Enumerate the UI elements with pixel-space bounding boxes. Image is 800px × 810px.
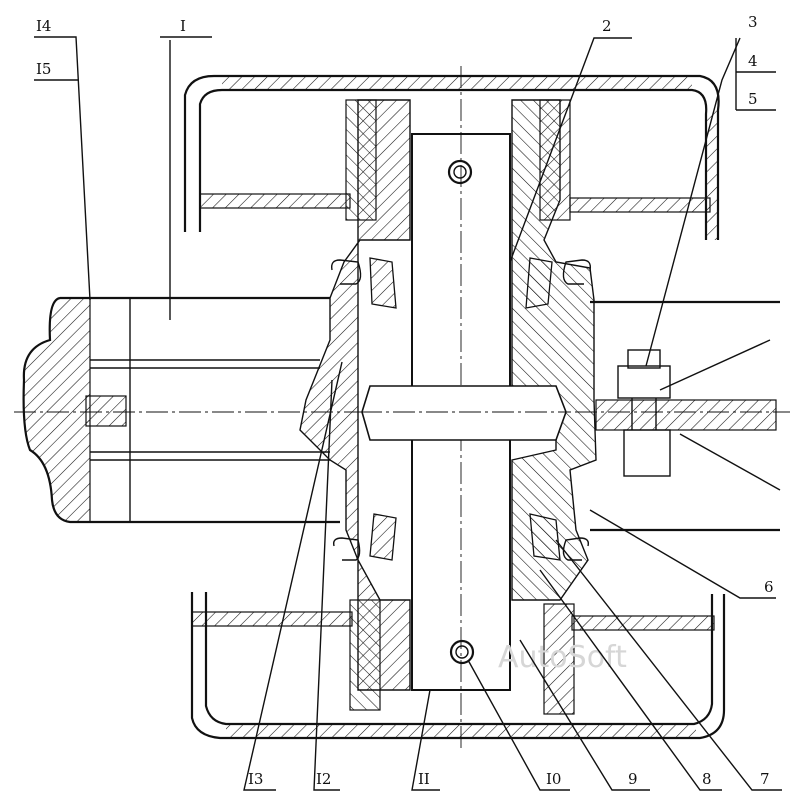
callout-9: 9 bbox=[628, 770, 638, 788]
leader-lines bbox=[34, 36, 782, 791]
callout-I0: I0 bbox=[546, 770, 561, 788]
cross-wedge bbox=[360, 385, 570, 441]
callout-4: 4 bbox=[748, 52, 758, 70]
callout-6: 6 bbox=[764, 578, 774, 596]
bolt-assembly bbox=[617, 349, 671, 477]
hub-body bbox=[299, 99, 597, 715]
callout-7: 7 bbox=[760, 770, 770, 788]
callout-3: 3 bbox=[748, 13, 758, 31]
callout-I5: I5 bbox=[36, 60, 51, 78]
callout-5: 5 bbox=[748, 90, 758, 108]
left-beam bbox=[14, 296, 790, 524]
watermark: AutoSoft bbox=[498, 640, 627, 675]
upper-bearings bbox=[330, 257, 592, 309]
callout-I4: I4 bbox=[36, 17, 51, 35]
callout-2: 2 bbox=[602, 17, 612, 35]
callout-II: II bbox=[418, 770, 430, 788]
lower-bearings bbox=[332, 513, 590, 561]
right-beam bbox=[590, 300, 781, 532]
callout-I: I bbox=[180, 17, 186, 35]
callout-I3: I3 bbox=[248, 770, 263, 788]
callout-I2: I2 bbox=[316, 770, 331, 788]
callout-8: 8 bbox=[702, 770, 712, 788]
upper-channel-housing bbox=[183, 74, 720, 240]
callout-labels: I4 I5 I 2 3 4 5 6 7 8 9 I0 II I2 I3 bbox=[36, 13, 774, 788]
